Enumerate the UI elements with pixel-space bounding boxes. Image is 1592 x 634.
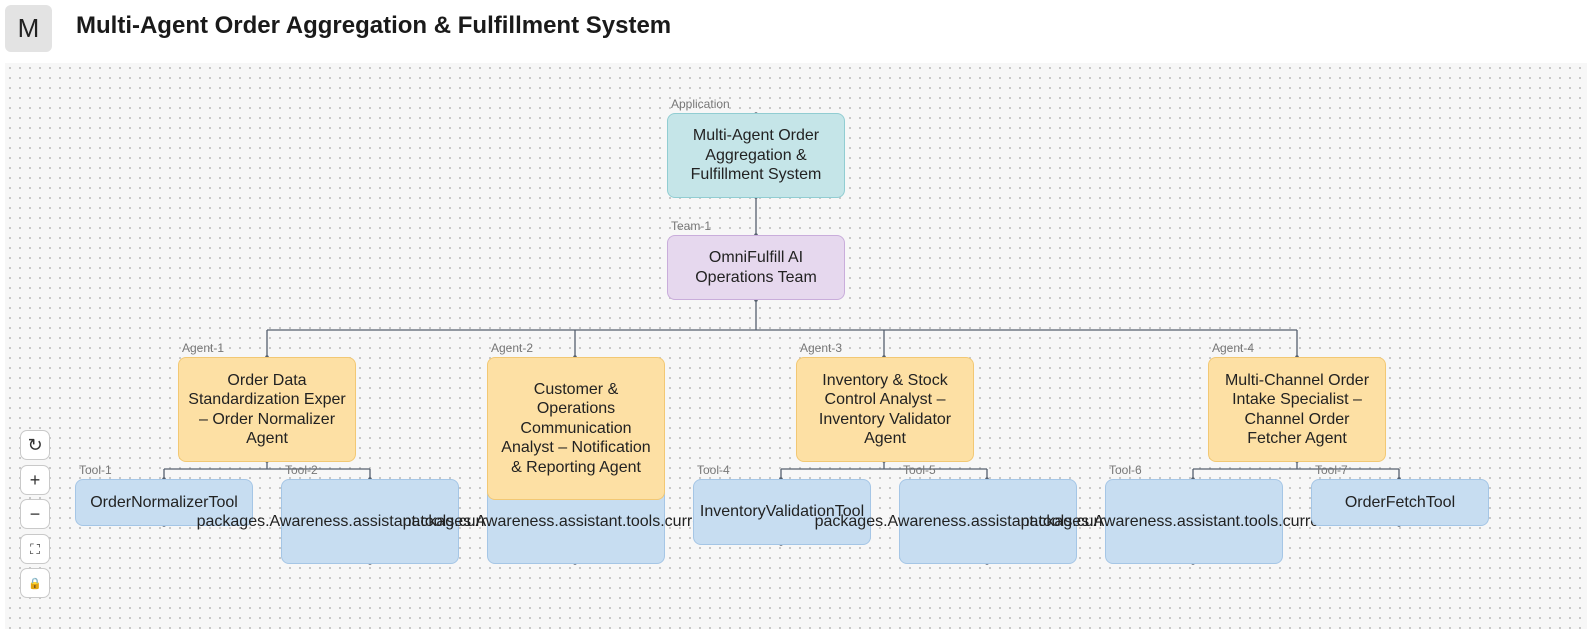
tool-tag: Tool-5 [903,463,936,477]
reset-view-button[interactable]: ↻ [20,430,50,460]
tool-node[interactable]: packages.Awareness.assistant.tools.curre… [197,479,543,564]
tool-node[interactable]: InventoryValidationTool [693,479,871,545]
application-node[interactable]: Multi-Agent Order Aggregation & Fulfillm… [667,113,845,198]
header: M Multi-Agent Order Aggregation & Fulfil… [0,0,1592,60]
agent-tag: Agent-4 [1212,341,1255,355]
tool-node[interactable]: OrderFetchTool [1311,479,1489,526]
agent-tag: Agent-2 [491,341,534,355]
page-title: Multi-Agent Order Aggregation & Fulfillm… [76,12,672,39]
minus-icon: − [29,503,41,524]
team-node[interactable]: OmniFulfill AI Operations Team [667,235,845,300]
app-logo[interactable]: M [5,5,52,52]
tool-tag: Tool-2 [285,463,318,477]
refresh-icon: ↻ [27,434,43,455]
tool-node[interactable]: OrderNormalizerTool [75,479,253,526]
agent-node[interactable]: Inventory & Stock Control Analyst – Inve… [796,357,974,462]
application-tag: Application [671,97,730,111]
diagram-canvas[interactable]: Application Multi-Agent Order Aggregatio… [5,63,1587,629]
tool-tag: Tool-6 [1109,463,1142,477]
agent-tag: Agent-1 [182,341,225,355]
agent-node[interactable]: Order Data Standardization Exper – Order… [178,357,356,462]
edge-agent4-tools [1192,461,1400,479]
edge-team-agents [266,300,1298,357]
tool-node[interactable]: packages.Awareness.assistant.tools.curre… [815,479,1161,564]
team-tag: Team-1 [671,219,712,233]
lock-icon: 🔒 [28,577,42,590]
tool-tag: Tool-4 [697,463,730,477]
agent-node[interactable]: Customer & Operations Communication Anal… [487,357,665,500]
fit-view-button[interactable]: ⛶ [20,534,50,564]
fit-view-icon: ⛶ [30,540,40,557]
tool-node[interactable]: packages.Awareness.assistant.tools.curre… [1021,479,1367,564]
zoom-out-button[interactable]: − [20,499,50,529]
zoom-in-button[interactable]: + [20,465,50,495]
agent-node[interactable]: Multi-Channel Order Intake Specialist – … [1208,357,1386,462]
edge-agent1-tools [163,461,371,479]
edge-agent3-tools [780,461,988,479]
tool-tag: Tool-7 [1315,463,1348,477]
tool-tag: Tool-1 [79,463,112,477]
agent-tag: Agent-3 [800,341,843,355]
lock-button[interactable]: 🔒 [20,568,50,598]
plus-icon: + [29,469,41,490]
